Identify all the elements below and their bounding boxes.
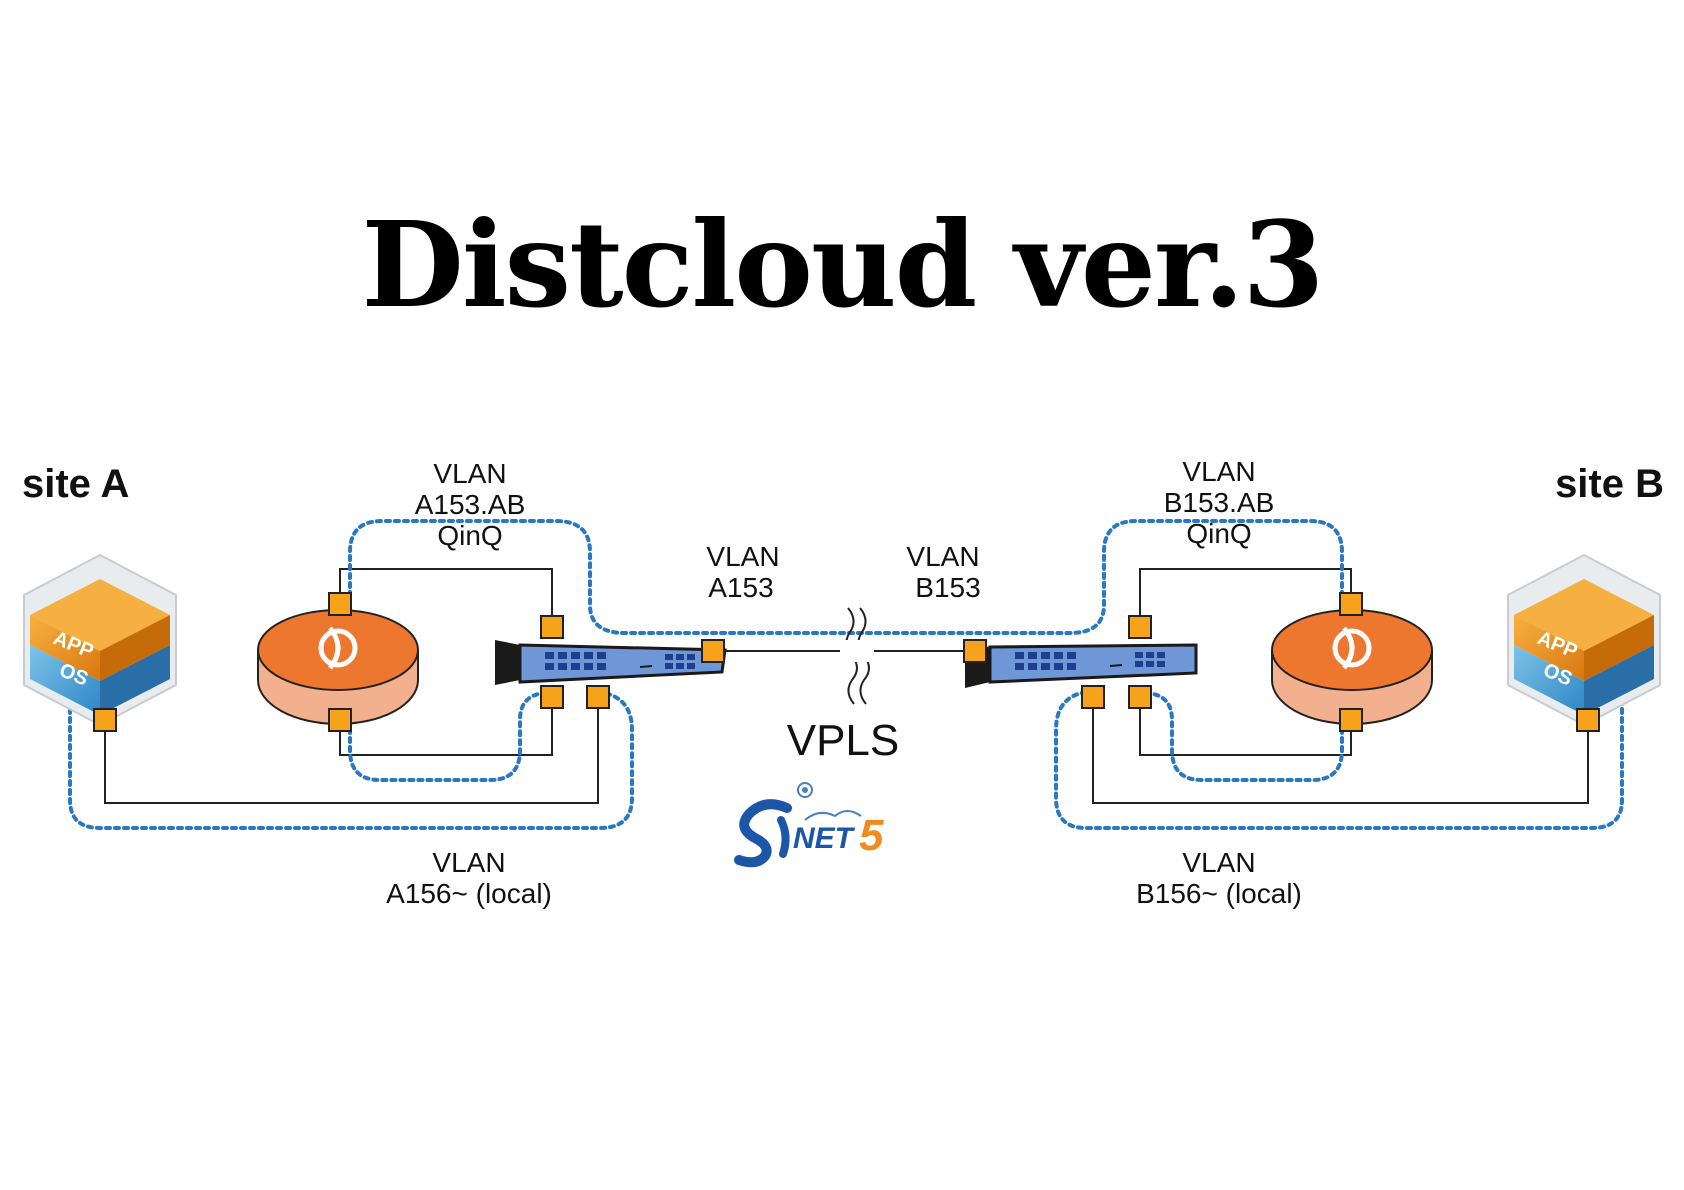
link-a-vm-to-switch [104,697,599,804]
site-a-label: site A [22,462,129,506]
vlan-a-qinq-label: VLAN A153.AB QinQ [415,458,526,551]
vlan-b153-qinq-path [938,519,1344,635]
port [93,708,117,732]
link-a-router-bottom-to-switch [339,697,553,756]
vlan-b-wan-label: VLAN B153 [906,541,980,603]
svg-text:VLAN: VLAN [1182,847,1255,878]
port [1128,615,1152,639]
port [328,592,352,616]
port [540,685,564,709]
vlan-a156-local-path [68,690,634,830]
vlan-a-wan-label: VLAN A153 [706,541,779,603]
vm-b-icon: APP OS [1507,553,1661,727]
svg-text:VLAN: VLAN [706,541,779,572]
page-title: Distcloud ver.3 [361,195,1324,334]
ports [93,592,1600,732]
svg-text:NET: NET [793,822,856,855]
svg-text:B153.AB: B153.AB [1164,487,1275,518]
svg-text:VLAN: VLAN [1182,456,1255,487]
port [963,639,987,663]
vlan-b156-local-path [1054,690,1624,830]
wan-break-icon [840,607,874,705]
svg-text:VLAN: VLAN [432,847,505,878]
port [328,708,352,732]
router-a-icon [257,609,419,725]
vm-a-icon: APP OS [23,553,177,727]
link-b-router-bottom-to-switch [1139,697,1352,756]
svg-text:B153: B153 [915,572,980,603]
port [1339,708,1363,732]
port [1576,708,1600,732]
svg-text:A156~ (local): A156~ (local) [386,878,552,909]
port [540,615,564,639]
vlan-b-inner-path [1145,691,1344,782]
port [586,685,610,709]
vpls-label: VPLS [787,716,900,765]
vlan-a-inner-path [348,691,547,782]
port [701,639,725,663]
port [1128,685,1152,709]
switch-b-icon [965,643,1198,688]
svg-text:VLAN: VLAN [433,458,506,489]
vlan-a153-qinq-path [348,519,752,635]
port [1081,685,1105,709]
vlan-dotted-paths [68,519,1624,830]
vlan-b-local-label: VLAN B156~ (local) [1136,847,1302,909]
solid-links [104,568,1589,804]
vlan-a-local-label: VLAN A156~ (local) [386,847,552,909]
svg-text:5: 5 [859,811,884,860]
link-b-router-top-to-switch [1139,568,1352,627]
svg-text:QinQ: QinQ [1186,518,1251,549]
vlan-b-qinq-label: VLAN B153.AB QinQ [1164,456,1275,549]
svg-text:VLAN: VLAN [906,541,979,572]
svg-text:B156~ (local): B156~ (local) [1136,878,1302,909]
svg-text:A153.AB: A153.AB [415,489,526,520]
link-b-vm-to-switch [1092,697,1589,804]
link-a-router-top-to-switch [339,568,553,627]
svg-text:QinQ: QinQ [437,520,502,551]
switch-a-icon [495,640,727,685]
router-b-icon [1271,609,1433,725]
sinet5-logo: NET 5 [734,782,884,868]
port [1339,592,1363,616]
svg-text:A153: A153 [708,572,773,603]
site-b-label: site B [1555,462,1664,506]
